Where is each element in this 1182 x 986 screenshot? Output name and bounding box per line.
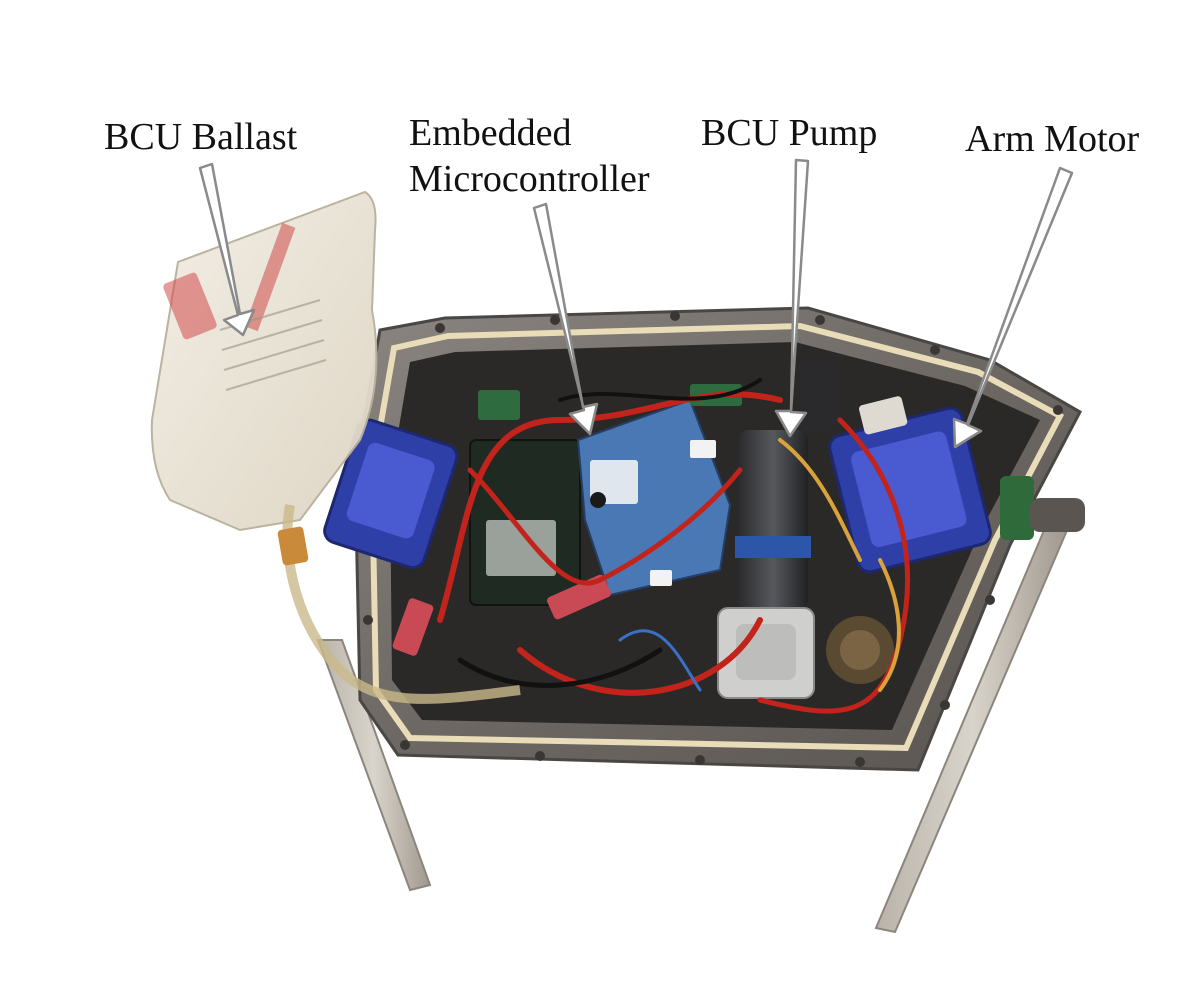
arrow-icon bbox=[532, 202, 599, 436]
label-line: Microcontroller bbox=[409, 158, 650, 200]
internals bbox=[323, 360, 992, 699]
arrow-icon bbox=[774, 158, 810, 438]
label-arm-motor: Arm Motor bbox=[965, 118, 1140, 160]
label-bcu-ballast: BCU Ballast bbox=[104, 116, 298, 158]
label-embedded-microcontroller: Embedded Microcontroller bbox=[409, 110, 650, 202]
wires bbox=[437, 378, 910, 714]
label-bcu-pump: BCU Pump bbox=[701, 112, 878, 154]
label-line: Embedded bbox=[409, 112, 572, 154]
arrow-icon bbox=[198, 162, 256, 337]
arrow-icon bbox=[952, 166, 1074, 449]
annotation-arrows bbox=[198, 158, 1074, 449]
